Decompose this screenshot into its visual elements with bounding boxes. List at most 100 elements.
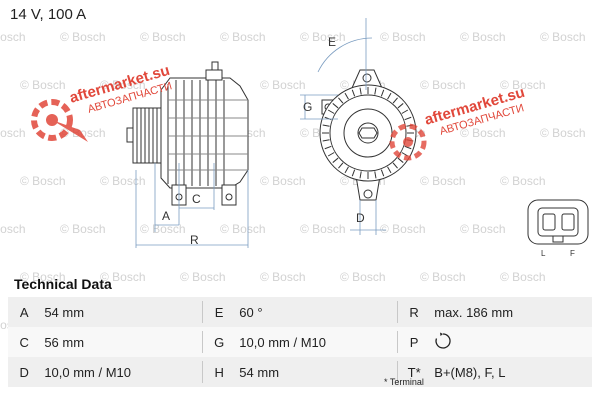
watermark-bosch: © Bosch [0, 126, 26, 140]
watermark-bosch: © Bosch [340, 270, 386, 284]
cooling-fin [392, 97, 398, 104]
cooling-fin [344, 166, 349, 174]
spec-key: C [19, 334, 29, 350]
spec-value: B+(M8), F, L [434, 364, 506, 380]
watermark-bosch: © Bosch [460, 318, 506, 332]
watermark-bosch: © Bosch [460, 126, 506, 140]
watermark-bosch: © Bosch [100, 174, 146, 188]
cooling-fin [327, 152, 335, 157]
spec-key: D [19, 364, 29, 380]
dimension-lines-side [135, 163, 249, 248]
watermark-bosch: © Bosch [260, 270, 306, 284]
cooling-fin [327, 109, 335, 114]
dim-label-g: G [303, 100, 312, 114]
dim-label-r: R [190, 233, 199, 247]
watermark-bosch: © Bosch [460, 222, 506, 236]
dimension-lines-front [300, 18, 386, 235]
watermark-bosch: © Bosch [420, 78, 466, 92]
dim-label-d: D [356, 211, 365, 225]
watermark-bosch: © Bosch [220, 318, 266, 332]
spec-value-rotation [430, 327, 592, 357]
watermark-bosch: © Bosch [420, 270, 466, 284]
watermark-bosch: © Bosch [180, 270, 226, 284]
cooling-fin [332, 103, 339, 109]
cooling-fin [338, 97, 344, 104]
watermark-bosch: © Bosch [60, 30, 106, 44]
technical-data-table: A 54 mm E 60 ° R max. 186 mm C 56 mm G 1… [8, 297, 592, 387]
watermark-bosch: © Bosch [140, 30, 186, 44]
watermark-bosch: © Bosch [420, 174, 466, 188]
watermark-bosch: © Bosch [260, 366, 306, 380]
watermark-bosch: © Bosch [20, 270, 66, 284]
alternator-side-view [126, 61, 249, 206]
spec-value: 54 mm [44, 304, 85, 320]
watermark-bosch: © Bosch [540, 126, 586, 140]
table-row: A 54 mm E 60 ° R max. 186 mm [8, 297, 592, 327]
spec-value: 60 ° [239, 304, 263, 320]
cooling-fin [404, 145, 412, 150]
watermark-bosch: © Bosch [140, 318, 186, 332]
cooling-fin [359, 171, 362, 179]
watermark-bosch: © Bosch [500, 366, 546, 380]
clockwise-rotation-icon [435, 332, 451, 349]
table-row: D 10,0 mm / M10 H 54 mm T* B+(M8), F, L [8, 357, 592, 387]
watermark-bosch: © Bosch [100, 270, 146, 284]
watermark-bosch: © Bosch [0, 30, 26, 44]
cooling-fin [359, 87, 362, 95]
watermark-bosch: © Bosch [140, 222, 186, 236]
watermark-bosch: © Bosch [0, 318, 26, 332]
connector-label-l: L [541, 249, 546, 258]
pulley-icon [126, 107, 162, 164]
cooling-fin [322, 139, 330, 142]
spec-value: 10,0 mm / M10 [44, 364, 132, 380]
watermark-bosch: © Bosch [300, 318, 346, 332]
alternator-drawing: A C R E G D L [31, 18, 589, 258]
cooling-fin [387, 92, 392, 100]
watermark-bosch: © Bosch [260, 174, 306, 188]
watermark-bosch: © Bosch [380, 318, 426, 332]
spec-value: 56 mm [44, 334, 85, 350]
watermark-bosch: © Bosch [100, 78, 146, 92]
watermark-bosch: © Bosch [220, 30, 266, 44]
alternator-front-view [319, 69, 417, 201]
watermark-bosch: © Bosch [60, 318, 106, 332]
dim-label-c: C [192, 192, 201, 206]
cooling-fin [322, 124, 330, 127]
cooling-fin [380, 89, 385, 97]
watermark-bosch: © Bosch [460, 30, 506, 44]
spec-value: 10,0 mm / M10 [239, 334, 326, 350]
cooling-fin [380, 169, 385, 177]
spec-key: R [409, 304, 419, 320]
watermark-bosch: © Bosch [20, 78, 66, 92]
watermark-bosch: © Bosch [340, 366, 386, 380]
spec-value: 54 mm [239, 364, 280, 380]
cooling-fin [404, 116, 412, 121]
spec-key: E [214, 304, 224, 320]
cooling-fin [324, 145, 332, 150]
technical-data-title: Technical Data [14, 276, 112, 292]
watermark-bosch: © Bosch [260, 78, 306, 92]
spec-key: G [214, 334, 225, 350]
watermark-bosch: © Bosch [60, 222, 106, 236]
watermark-bosch: © Bosch [380, 222, 426, 236]
cooling-fin [392, 162, 398, 169]
cooling-fin [351, 169, 356, 177]
cooling-fins [322, 87, 414, 179]
spec-key: P [409, 334, 419, 350]
watermark-bosch: © Bosch [380, 30, 426, 44]
watermark-bosch: © Bosch [220, 222, 266, 236]
spec-key: T* [407, 364, 421, 380]
watermark-bosch: © Bosch [500, 174, 546, 188]
cooling-fin [374, 87, 377, 95]
watermark-bosch: © Bosch [300, 30, 346, 44]
watermark-bosch: © Bosch [500, 270, 546, 284]
cooling-fin [401, 109, 409, 114]
cooling-fin [338, 162, 344, 169]
spec-value: max. 186 mm [434, 304, 514, 320]
cooling-fin [344, 92, 349, 100]
watermark-logo-icon [31, 99, 88, 142]
cooling-fin [387, 166, 392, 174]
dim-label-e: E [328, 35, 336, 49]
spec-key: A [19, 304, 29, 320]
cooling-fin [332, 157, 339, 163]
